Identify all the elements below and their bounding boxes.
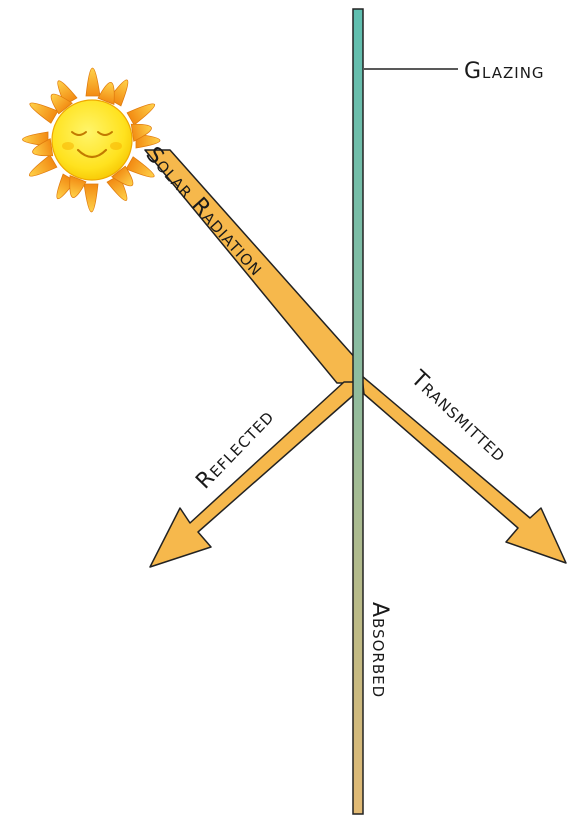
glazing-pane	[353, 9, 363, 814]
absorbed-label: Absorbed	[367, 602, 392, 698]
glazing-label: Glazing	[464, 59, 545, 84]
sun-face	[52, 100, 132, 180]
solar-radiation-label: Solar Radiation	[141, 142, 270, 281]
transmitted-label: Transmitted	[405, 365, 512, 467]
reflected-arrow	[150, 382, 357, 567]
smiling-sun-icon	[23, 68, 161, 212]
